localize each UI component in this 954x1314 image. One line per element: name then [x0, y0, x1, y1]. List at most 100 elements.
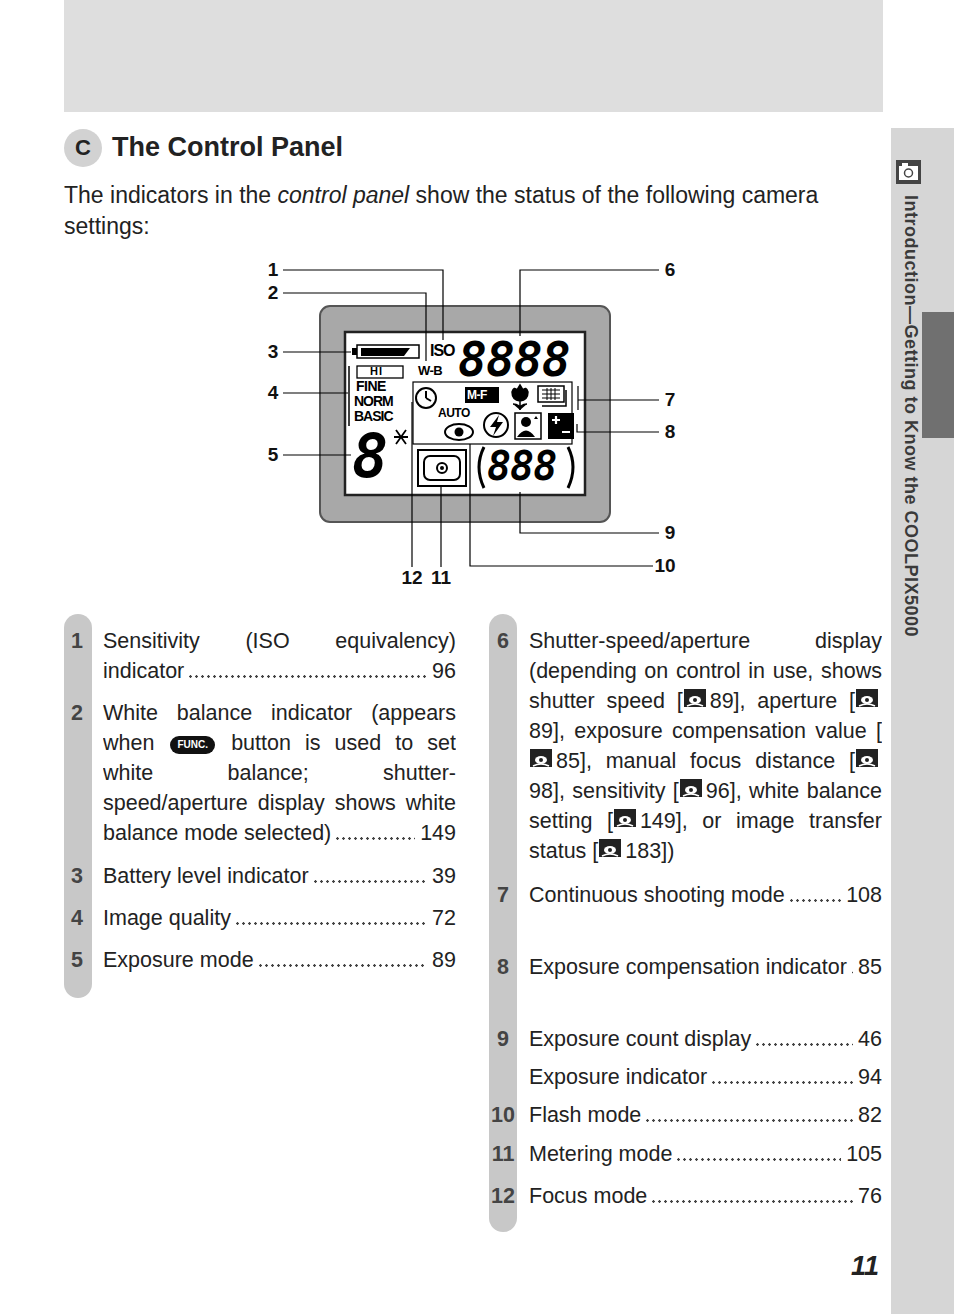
- entry-text: Metering mode: [529, 1142, 672, 1166]
- callout-number: 1: [268, 260, 279, 280]
- entry-body: Sensitivity (ISO equivalency) indicator9…: [103, 626, 456, 686]
- entry-text: 98], sensitivity [: [529, 779, 679, 803]
- callout-number: 11: [431, 568, 451, 588]
- intro-term: control panel: [278, 182, 410, 208]
- entry-body: Exposure indicator 94: [529, 1062, 882, 1092]
- table-entry: 5Exposure mode89: [103, 945, 456, 975]
- page-reference: 39: [427, 861, 456, 891]
- reference-icon: [680, 779, 702, 797]
- entry-number: 6: [489, 626, 517, 656]
- lcd-quality-norm: NORM: [354, 394, 393, 408]
- lcd-quality-basic: BASIC: [354, 409, 393, 423]
- entry-body: Exposure compensation indicator85: [529, 952, 882, 982]
- entry-text: Battery level indicator: [103, 864, 309, 888]
- dot-leader: [236, 906, 456, 930]
- entry-body: Metering mode 105: [529, 1139, 882, 1169]
- table-entry: 12Focus mode76: [529, 1181, 882, 1211]
- entry-text: 89], exposure compensation value [: [529, 719, 882, 743]
- lcd-quality-fine: FINE: [356, 379, 386, 393]
- lcd-digits: 8888: [458, 334, 570, 384]
- page-reference: 82: [853, 1100, 882, 1130]
- lcd-mode-digit: 8: [352, 424, 388, 488]
- reference-glyph: [856, 753, 878, 771]
- page-reference: 149: [415, 818, 456, 848]
- entry-body: Battery level indicator 39: [103, 861, 456, 891]
- reference-icon: [599, 839, 621, 857]
- entry-text: Exposure indicator: [529, 1065, 707, 1089]
- dot-leader: [646, 1103, 882, 1127]
- page-reference: 96: [427, 656, 456, 686]
- control-panel-illustration: [320, 306, 610, 522]
- entry-text: Exposure count display: [529, 1027, 751, 1051]
- entry-number: 10: [489, 1100, 517, 1130]
- callout-number: 3: [268, 342, 279, 362]
- leader-lines: [283, 270, 659, 567]
- table-entry: 6Shutter-speed/aperture display (dependi…: [529, 626, 882, 866]
- entry-body: Flash mode 82: [529, 1100, 882, 1130]
- entry-body: Exposure mode89: [103, 945, 456, 975]
- entry-body: Shutter-speed/aperture display (dependin…: [529, 626, 882, 866]
- entry-text: 85], manual focus distance [: [556, 749, 855, 773]
- entry-text: Continuous shooting mode: [529, 883, 785, 907]
- table-entry: 9Exposure count display46: [529, 1024, 882, 1054]
- entry-text: 183]): [625, 839, 674, 863]
- table-entry: 7Continuous shooting mode108: [529, 880, 882, 910]
- page-reference: 72: [427, 903, 456, 933]
- entry-number: 9: [489, 1024, 517, 1054]
- table-entry: 10Flash mode82: [529, 1100, 882, 1130]
- intro-paragraph: The indicators in the control panel show…: [64, 180, 886, 242]
- entry-body: Exposure count display 46: [529, 1024, 882, 1054]
- entry-number: 11: [489, 1139, 517, 1169]
- entry-number: 12: [489, 1181, 517, 1211]
- page-reference: 94: [853, 1062, 882, 1092]
- dot-leader: [652, 1184, 882, 1208]
- reference-glyph: [680, 783, 702, 801]
- page-reference: 76: [853, 1181, 882, 1211]
- table-entry: 3Battery level indicator39: [103, 861, 456, 891]
- callout-number: 7: [665, 390, 676, 410]
- entry-number: 8: [489, 952, 517, 982]
- callout-number: 5: [268, 445, 279, 465]
- table-entry: Exposure indicator 94: [529, 1062, 882, 1092]
- page-reference: 105: [841, 1139, 882, 1169]
- entry-number: 1: [63, 626, 91, 656]
- table-entry: 11Metering mode105: [529, 1139, 882, 1169]
- lcd-count-digits: 888: [487, 444, 556, 488]
- reference-glyph: [614, 813, 636, 831]
- lcd-manual-focus: M-F: [467, 388, 487, 402]
- reference-icon: [614, 809, 636, 827]
- reference-icon: [856, 689, 878, 707]
- lcd-white-balance: W-B: [418, 363, 442, 378]
- entry-text: Exposure mode: [103, 948, 254, 972]
- page-reference: 46: [853, 1024, 882, 1054]
- table-entry: 1Sensitivity (ISO equivalency) indicator…: [103, 626, 456, 686]
- entry-number: 2: [63, 698, 91, 728]
- lcd-auto: AUTO: [438, 407, 470, 420]
- entry-text: 89], aperture [: [710, 689, 855, 713]
- table-entry: 8Exposure compensation indicator85: [529, 952, 882, 982]
- reference-glyph: [856, 693, 878, 711]
- entry-text: Flash mode: [529, 1103, 641, 1127]
- section-letter: C: [72, 134, 94, 162]
- entry-text: Image quality: [103, 906, 231, 930]
- callout-number: 10: [654, 556, 675, 576]
- callout-number: 9: [665, 523, 676, 543]
- reference-icon: [530, 749, 552, 767]
- intro-text: The indicators in the: [64, 182, 271, 208]
- callout-number: 8: [665, 422, 676, 442]
- reference-glyph: [599, 843, 621, 861]
- entry-body: Focus mode 76: [529, 1181, 882, 1211]
- table-entry: 2White balance indicator (appears when F…: [103, 698, 456, 848]
- reference-icon: [684, 689, 706, 707]
- reference-icon: [856, 749, 878, 767]
- reference-glyph: [684, 693, 706, 711]
- entry-number: 5: [63, 945, 91, 975]
- dot-leader: [189, 659, 456, 683]
- callout-number: 12: [401, 568, 422, 588]
- entry-text: Exposure compensation indicator: [529, 955, 847, 979]
- page-reference: 85: [853, 952, 882, 982]
- entry-text: Focus mode: [529, 1184, 647, 1208]
- callout-number: 2: [268, 283, 279, 303]
- entry-body: Continuous shooting mode108: [529, 880, 882, 910]
